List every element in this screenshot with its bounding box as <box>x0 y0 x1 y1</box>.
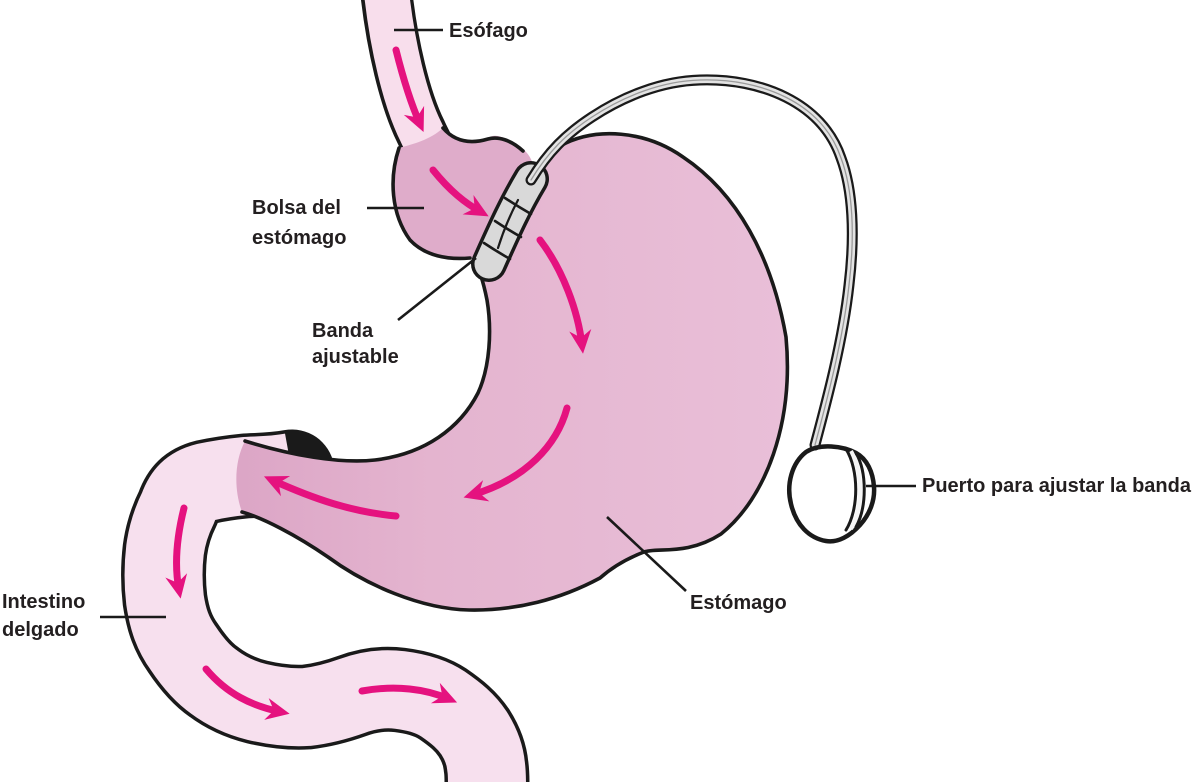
connecting-tube <box>525 74 858 451</box>
adjustable-band-shape <box>471 161 549 282</box>
flow-arrow-stomach-mid <box>463 404 571 502</box>
pointer-lines <box>100 28 916 619</box>
flow-arrow-pouch <box>429 166 489 217</box>
adjustable-band-label: Banda ajustable <box>312 320 399 368</box>
stomach-label: Estómago <box>690 592 787 614</box>
flow-arrow-esophagus <box>392 46 425 133</box>
stomach-shape <box>236 133 788 611</box>
stomach-pouch-label: Bolsa del estómago <box>252 197 347 249</box>
flow-arrow-intestine-bottom-left <box>202 665 290 720</box>
access-port-shape <box>787 444 877 544</box>
stomach-pointer-line <box>606 516 687 592</box>
port-label: Puerto para ajustar la banda <box>922 475 1191 497</box>
flow-arrow-antrum <box>263 476 400 520</box>
flow-arrow-stomach-upper <box>536 236 592 354</box>
stomach-outline <box>240 131 790 612</box>
esophagus-shape <box>361 0 460 184</box>
esophagus-label: Esófago <box>449 20 528 42</box>
band-pointer-line <box>397 256 477 322</box>
flow-arrows <box>165 46 592 720</box>
pouch-outline <box>391 126 525 261</box>
small-intestine-label: Intestino delgado <box>2 591 86 641</box>
flow-arrow-intestine-down <box>165 504 188 599</box>
flow-arrow-intestine-bottom-right <box>358 682 458 704</box>
